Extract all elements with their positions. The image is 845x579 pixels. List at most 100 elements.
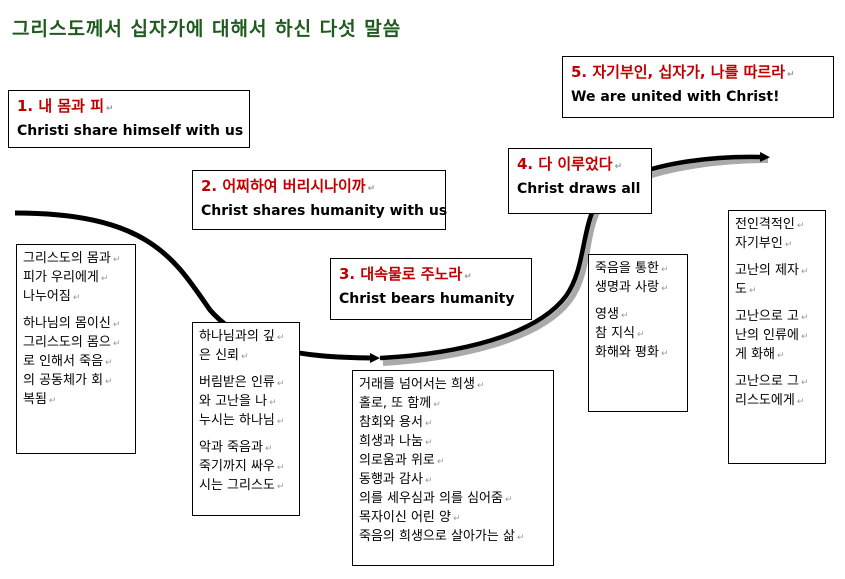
- note-line: 전인격적인↵: [735, 216, 819, 235]
- note-line: 하나님과의 깊↵: [199, 328, 293, 347]
- paragraph-mark: ↵: [504, 495, 513, 505]
- note-line: 화해와 평화↵: [595, 344, 681, 363]
- paragraph-mark: ↵: [800, 332, 809, 342]
- stage-1-english: Christi share himself with us: [17, 123, 244, 139]
- note-line: 죽음의 희생으로 살아가는 삶↵: [359, 528, 547, 547]
- note-line-text: 죽음의 희생으로 살아가는 삶: [359, 529, 515, 544]
- paragraph-mark: ↵: [264, 444, 273, 454]
- note-line: 난의 인류에↵: [735, 327, 819, 346]
- note-line: 동행과 감사↵: [359, 471, 547, 490]
- curve-to-stage-5-arrow: [379, 151, 770, 361]
- note-line-text: 난의 인류에: [735, 328, 799, 343]
- note-line-text: 그리스도의 몸으: [23, 335, 111, 350]
- paragraph-mark: ↵: [748, 286, 757, 296]
- paragraph-mark: ↵: [800, 313, 809, 323]
- paragraph-mark: ↵: [436, 457, 445, 467]
- note-line: 참 지식↵: [595, 325, 681, 344]
- note-line-text: 의로움과 위로: [359, 453, 435, 468]
- stage-2-english: Christ shares humanity with us: [201, 203, 448, 219]
- note-box-5: 전인격적인↵자기부인↵고난의 제자↵도↵고난으로 고↵난의 인류에↵게 화해↵고…: [728, 210, 826, 464]
- note-line-text: 의 공동체가 회: [23, 373, 104, 388]
- note-line: 은 신뢰↵: [199, 347, 293, 366]
- note-line-text: 희생과 나눔: [359, 434, 423, 449]
- note-line: 의로움과 위로↵: [359, 452, 547, 471]
- note-box-4: 죽음을 통한↵생명과 사랑↵영생↵참 지식↵화해와 평화↵: [588, 254, 688, 412]
- note-line: 누시는 하나님↵: [199, 412, 293, 431]
- paragraph-mark: ↵: [105, 377, 113, 387]
- note-line-text: 거래를 넘어서는 희생: [359, 377, 475, 392]
- paragraph-mark: ↵: [476, 381, 485, 391]
- note-line-text: 고난으로 고: [735, 309, 799, 324]
- note-line-text: 나누어짐: [23, 289, 71, 304]
- note-line-text: 시는 그리스도: [199, 478, 275, 493]
- paragraph-mark: ↵: [424, 438, 433, 448]
- curve-shadow: [382, 157, 769, 366]
- note-line: 죽음을 통한↵: [595, 260, 681, 279]
- note-line-text: 복됨: [23, 392, 47, 407]
- paragraph-mark: ↵: [112, 339, 121, 349]
- note-line: 시는 그리스도↵: [199, 477, 293, 496]
- note-line-text: 하나님과의 깊: [199, 329, 275, 344]
- paragraph-mark: ↵: [276, 482, 285, 492]
- diagram-title: 그리스도께서 십자가에 대해서 하신 다섯 말씀: [12, 18, 402, 40]
- note-line-text: 로 인해서 죽음: [23, 354, 104, 369]
- note-gap: [199, 366, 293, 374]
- note-line-text: 목자이신 어린 양: [359, 510, 451, 525]
- paragraph-mark: ↵: [796, 397, 805, 407]
- paragraph-mark: ↵: [660, 284, 669, 294]
- paragraph-mark: ↵: [112, 255, 121, 265]
- paragraph-mark: ↵: [516, 533, 525, 543]
- note-line: 거래를 넘어서는 희생↵: [359, 376, 547, 395]
- note-line-text: 참 지식: [595, 326, 636, 341]
- paragraph-mark: ↵: [105, 358, 113, 368]
- paragraph-mark: ↵: [433, 400, 441, 410]
- note-line: 로 인해서 죽음↵: [23, 353, 129, 372]
- note-gap: [735, 365, 819, 373]
- note-line-text: 참회와 용서: [359, 415, 423, 430]
- note-box-2: 하나님과의 깊↵은 신뢰↵버림받은 인류↵와 고난을 나↵누시는 하나님↵악과 …: [192, 322, 300, 516]
- paragraph-mark: ↵: [72, 293, 81, 303]
- note-line-text: 홀로, 또 함께: [359, 396, 432, 411]
- note-line: 자기부인↵: [735, 235, 819, 254]
- stage-3-box: 3. 대속물로 주노라↵ Christ bears humanity: [330, 258, 532, 320]
- paragraph-mark: ↵: [100, 274, 109, 284]
- paragraph-mark: ↵: [660, 349, 669, 359]
- paragraph-mark: ↵: [424, 476, 433, 486]
- stage-5-korean: 5. 자기부인, 십자가, 나를 따르라↵: [571, 63, 795, 81]
- note-line: 그리스도의 몸과↵: [23, 250, 129, 269]
- stage-3-english: Christ bears humanity: [339, 291, 515, 307]
- paragraph-mark: ↵: [276, 417, 285, 427]
- note-line-text: 도: [735, 282, 747, 297]
- note-line: 피가 우리에게↵: [23, 269, 129, 288]
- note-line: 와 고난을 나↵: [199, 393, 293, 412]
- note-line-text: 리스도에게: [735, 393, 795, 408]
- note-line-text: 와 고난을 나: [199, 394, 268, 409]
- paragraph-mark: ↵: [276, 379, 285, 389]
- note-line: 희생과 나눔↵: [359, 433, 547, 452]
- note-line: 버림받은 인류↵: [199, 374, 293, 393]
- paragraph-mark: ↵: [112, 320, 121, 330]
- stage-4-english: Christ draws all: [517, 181, 641, 197]
- note-line: 참회와 용서↵: [359, 414, 547, 433]
- note-line: 고난으로 그↵: [735, 373, 819, 392]
- note-line: 하나님의 몸이신↵: [23, 315, 129, 334]
- paragraph-mark: ↵: [777, 351, 785, 361]
- stage-1-box: 1. 내 몸과 피↵ Christi share himself with us: [8, 90, 250, 148]
- note-line-text: 화해와 평화: [595, 345, 659, 360]
- paragraph-mark: ↵: [620, 311, 629, 321]
- note-line: 도↵: [735, 281, 819, 300]
- stage-5-english: We are united with Christ!: [571, 89, 780, 105]
- stage-5-box: 5. 자기부인, 십자가, 나를 따르라↵ We are united with…: [562, 56, 834, 118]
- note-line-text: 고난으로 그: [735, 374, 799, 389]
- note-line: 악과 죽음과↵: [199, 439, 293, 458]
- note-box-3: 거래를 넘어서는 희생↵홀로, 또 함께↵참회와 용서↵희생과 나눔↵의로움과 …: [352, 370, 554, 566]
- paragraph-mark: ↵: [784, 240, 793, 250]
- paragraph-mark: ↵: [796, 221, 805, 231]
- note-line-text: 생명과 사랑: [595, 280, 659, 295]
- stage-2-korean: 2. 어찌하여 버리시나이까↵: [201, 177, 376, 195]
- paragraph-mark: ↵: [453, 514, 461, 524]
- note-line-text: 자기부인: [735, 236, 783, 251]
- note-line: 나누어짐↵: [23, 288, 129, 307]
- note-gap: [23, 307, 129, 315]
